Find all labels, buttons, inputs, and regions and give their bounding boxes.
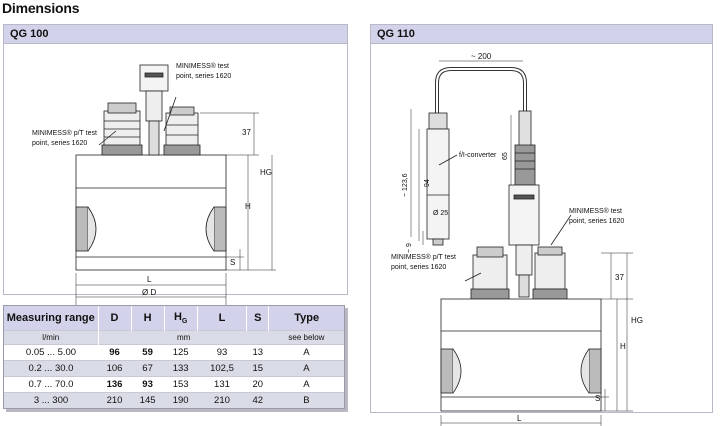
cell-h: 93 xyxy=(131,375,165,392)
cell-range: 0.05 ... 5.00 xyxy=(4,343,98,360)
qg100-dim-37: 37 xyxy=(242,128,251,137)
qg110-dim-25: Ø 25 xyxy=(433,210,448,217)
qg100-dim-hg: HG xyxy=(260,168,272,177)
cell-l: 210 xyxy=(197,391,247,408)
cell-d: 106 xyxy=(98,359,132,376)
qg100-test-point-label-2: point, series 1620 xyxy=(176,73,231,80)
cell-s: 13 xyxy=(246,343,269,360)
qg100-stem-top xyxy=(139,64,169,92)
header-hg-sub: G xyxy=(181,317,188,325)
cell-s: 20 xyxy=(246,375,269,392)
cell-hg: 125 xyxy=(164,343,198,360)
table-header-row: Measuring range D H HG L S Type xyxy=(4,306,344,330)
qg100-flange-right xyxy=(213,206,227,252)
qg110-title: QG 110 xyxy=(371,25,712,44)
qg100-panel: QG 100 xyxy=(3,24,348,307)
qg100-flange-left xyxy=(75,206,89,252)
cell-s: 42 xyxy=(246,391,269,408)
cell-h: 67 xyxy=(131,359,165,376)
qg100-pt-label-2: point, series 1620 xyxy=(32,140,87,147)
cell-s: 15 xyxy=(246,359,269,376)
header-type: Type xyxy=(268,306,344,330)
unit-type: see below xyxy=(268,329,344,344)
qg100-title: QG 100 xyxy=(4,25,347,44)
cell-hg: 153 xyxy=(164,375,198,392)
unit-mm: mm xyxy=(98,329,269,344)
cell-h: 59 xyxy=(131,343,165,360)
qg110-panel: QG 110 xyxy=(370,24,713,426)
cell-l: 131 xyxy=(197,375,247,392)
unit-range: l/min xyxy=(4,329,99,344)
qg110-pt-label-1: MINIMESS® p/T test xyxy=(391,253,456,261)
cell-l: 102,5 xyxy=(197,359,247,376)
qg100-dim-d: Ø D xyxy=(142,288,156,297)
qg110-test-point-label-1: MINIMESS® test xyxy=(569,207,622,215)
qg100-test-point xyxy=(165,112,199,148)
qg110-dim-l: L xyxy=(517,414,522,423)
table-row: 0.7 ... 70.0 136 93 153 131 20 A xyxy=(4,375,344,392)
qg100-test-point-label-1: MINIMESS® test xyxy=(176,62,229,70)
table-row: 3 ... 300 210 145 190 210 42 B xyxy=(4,391,344,408)
qg110-dim-65: 65 xyxy=(502,152,509,160)
qg110-stem xyxy=(508,184,540,246)
header-hg-main: H xyxy=(173,310,182,323)
header-s: S xyxy=(246,306,270,330)
qg110-pt-test-point xyxy=(472,254,508,292)
qg100-drawing: MINIMESS® test point, series 1620 MINIME… xyxy=(32,62,276,307)
dimensions-heading: Dimensions xyxy=(2,0,80,16)
header-hg: HG xyxy=(164,306,198,330)
qg110-dim-s: S xyxy=(595,394,600,403)
qg100-pt-test-point xyxy=(103,110,141,150)
header-l: L xyxy=(197,306,248,330)
qg110-dim-1236: ~ 123,6 xyxy=(402,173,409,197)
qg110-drawing: ~ 200 f/I-converter ~ 123,6 94 65 Ø 25 ~… xyxy=(391,52,643,426)
qg110-test-point xyxy=(534,252,566,290)
table-row: 0.05 ... 5.00 96 59 125 93 13 A xyxy=(4,343,344,360)
cell-type: A xyxy=(268,375,344,392)
dimensions-table: Measuring range D H HG L S Type l/min mm… xyxy=(3,305,345,409)
cell-l: 93 xyxy=(197,343,247,360)
table-row: 0.2 ... 30.0 106 67 133 102,5 15 A xyxy=(4,359,344,376)
cell-type: A xyxy=(268,343,344,360)
qg110-dim-37: 37 xyxy=(615,273,624,282)
qg100-dim-l: L xyxy=(147,275,152,284)
cell-type: A xyxy=(268,359,344,376)
qg100-dim-s: S xyxy=(230,258,235,267)
cell-d: 136 xyxy=(98,375,132,392)
qg110-converter-label: f/I-converter xyxy=(459,152,497,159)
cell-d: 210 xyxy=(98,391,132,408)
qg110-dim-h: H xyxy=(620,342,626,351)
qg110-body xyxy=(440,298,602,412)
cell-hg: 190 xyxy=(164,391,198,408)
qg110-pt-label-2: point, series 1620 xyxy=(391,264,446,271)
qg110-dim-hg: HG xyxy=(631,316,643,325)
qg110-dim-200: ~ 200 xyxy=(471,52,492,61)
header-h: H xyxy=(131,306,165,330)
qg100-dim-h: H xyxy=(245,202,251,211)
cell-range: 0.2 ... 30.0 xyxy=(4,359,98,376)
qg100-body xyxy=(75,154,227,271)
cell-d: 96 xyxy=(98,343,132,360)
header-measuring-range: Measuring range xyxy=(4,306,99,330)
cell-type: B xyxy=(268,391,344,408)
cell-range: 0.7 ... 70.0 xyxy=(4,375,98,392)
qg110-dim-9: ~ 9 xyxy=(406,243,413,253)
cell-range: 3 ... 300 xyxy=(4,391,98,408)
cell-hg: 133 xyxy=(164,359,198,376)
qg100-pt-label-1: MINIMESS® p/T test xyxy=(32,129,97,137)
header-d: D xyxy=(98,306,132,330)
cell-h: 145 xyxy=(131,391,165,408)
units-row: l/min mm see below xyxy=(4,329,344,344)
qg110-dim-94: 94 xyxy=(424,179,431,187)
qg110-test-point-label-2: point, series 1620 xyxy=(569,218,624,225)
